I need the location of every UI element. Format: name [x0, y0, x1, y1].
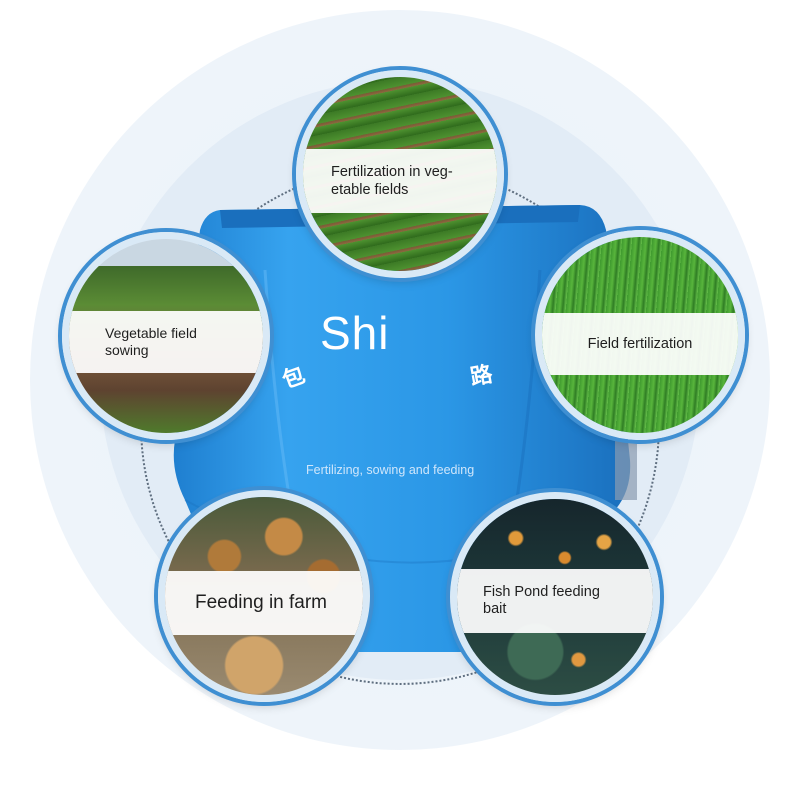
application-label: Fertilization in veg- etable fields: [303, 149, 497, 213]
application-badge-fish-pond: Fish Pond feeding bait: [450, 492, 660, 702]
application-label-text: Feeding in farm: [195, 592, 328, 613]
application-badge-field-fertilization: Field fertilization: [535, 230, 745, 440]
application-label: Feeding in farm: [165, 571, 363, 635]
application-badge-vegetable-sowing: Vegetable field sowing: [62, 232, 270, 440]
application-label: Fish Pond feeding bait: [457, 569, 653, 633]
application-label: Field fertilization: [542, 313, 738, 375]
application-badge-vegetable-fertilization: Fertilization in veg- etable fields: [296, 70, 504, 278]
application-label-text: Field fertilization: [587, 336, 693, 352]
product-caption: Fertilizing, sowing and feeding: [306, 463, 475, 477]
application-label-text: Fish Pond feeding bait: [483, 584, 600, 617]
brand-text: Shi: [320, 307, 390, 359]
application-badge-farm-feeding: Feeding in farm: [158, 490, 370, 702]
application-label-text: Fertilization in veg- etable fields: [331, 164, 453, 198]
application-label: Vegetable field sowing: [69, 311, 263, 373]
application-label-text: Vegetable field sowing: [105, 325, 197, 358]
